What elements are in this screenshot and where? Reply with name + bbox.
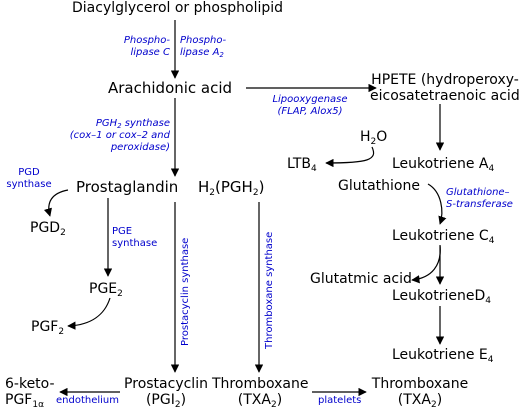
node-pgf2-sub: 2 <box>58 327 65 337</box>
node-prostacyclin-line-1: Prostacyclin <box>124 376 208 392</box>
node-water: H2O <box>360 129 388 147</box>
arrow-pgh2-to-pgd2 <box>43 189 69 217</box>
enzyme-phospholipase-a2-line-2: lipase A <box>180 47 220 58</box>
node-pge2-sub: 2 <box>117 289 123 299</box>
node-prostacyclin: Prostacyclin (PGI2) <box>120 376 212 410</box>
enzyme-gst-line-1: Glutathione– <box>446 187 510 198</box>
enzyme-lipoxygenase-line-2: (FLAP, Alox5) <box>277 106 343 117</box>
node-leukotriene-e4: Leukotriene E4 <box>392 347 494 365</box>
node-pgd2-text: PGD <box>30 220 61 236</box>
node-ltd4-sub: 4 <box>485 296 491 306</box>
node-pgf2-text: PGF <box>31 319 59 335</box>
enzyme-phospholipase-a2-sub: 2 <box>219 51 224 59</box>
label-endothelium: endothelium <box>56 395 120 406</box>
enzyme-lipoxygenase: Lipooxygenase (FLAP, Alox5) <box>250 94 370 118</box>
node-txa2-left-text: (TXA <box>237 392 271 408</box>
enzyme-lipoxygenase-line-1: Lipooxygenase <box>272 94 348 105</box>
node-lte4-text: Leukotriene E <box>392 347 488 363</box>
node-pgi2-text: (PGI <box>145 392 175 408</box>
node-ltc4-text: Leukotriene C <box>392 228 489 244</box>
node-thromboxane-right: Thromboxane (TXA2) <box>370 376 470 410</box>
enzyme-prostacyclin-synthase: Prostacyclin synthase <box>180 237 191 346</box>
node-pgh2: H2(PGH2) <box>198 178 265 198</box>
node-6-keto-pgf1a: 6-keto- PGF1α <box>5 376 55 410</box>
node-leukotriene-d4: LeukotrieneD4 <box>392 288 491 306</box>
enzyme-pgh2-synthase: PGH2 synthase (cox–1 or cox–2 and peroxi… <box>52 118 170 154</box>
node-water-sub: 2 <box>370 137 377 147</box>
arrow-lta4-to-ltb4 <box>325 146 375 168</box>
node-txa2-right-close: ) <box>436 392 443 408</box>
node-ketopgf-line-2: PGF <box>5 392 33 408</box>
enzyme-phospholipase-a2: Phospho- lipase A2 <box>180 35 226 59</box>
node-water-text: H <box>360 129 371 145</box>
enzyme-phospholipase-c: Phospho- lipase C <box>104 35 170 59</box>
node-ketopgf-sub: 1α <box>32 400 45 410</box>
enzyme-gst-line-2: S-transferase <box>446 199 513 210</box>
node-txa2-right-text: (TXA <box>397 392 431 408</box>
enzyme-pge-synthase-line-1: PGE <box>112 226 133 237</box>
node-diacylglycerol: Diacylglycerol or phospholipid <box>72 0 284 16</box>
node-pgf2: PGF2 <box>31 319 65 337</box>
node-lte4-sub: 4 <box>487 355 494 365</box>
node-pgd2-sub: 2 <box>60 228 66 238</box>
enzyme-pge-synthase: PGE synthase <box>112 226 157 250</box>
node-prostaglandin: Prostaglandin <box>76 178 179 196</box>
arrow-pge2-to-pgf2 <box>67 297 111 330</box>
node-glutamic-acid: Glutatmic acid <box>310 271 412 287</box>
enzyme-glutathione-s-transferase: Glutathione– S-transferase <box>446 187 513 211</box>
node-leukotriene-a4: Leukotriene A4 <box>392 156 495 174</box>
node-lta4-sub: 4 <box>488 164 495 174</box>
node-thromboxane-left: Thromboxane (TXA2) <box>212 376 309 410</box>
enzyme-pgd-synthase: PGD synthase <box>0 167 58 191</box>
node-hpete-line-1: HPETE (hydroperoxy- <box>371 72 519 88</box>
node-pge2: PGE2 <box>89 281 123 299</box>
node-arachidonic-acid: Arachidonic acid <box>108 79 233 97</box>
node-ltb4: LTB4 <box>287 156 317 174</box>
node-pge2-text: PGE <box>89 281 118 297</box>
arrow-lta4-to-ltc4 <box>427 183 447 225</box>
node-leukotriene-c4: Leukotriene C4 <box>392 228 495 246</box>
enzyme-phospholipase-c-line-2: lipase C <box>130 47 170 58</box>
enzyme-pgh2-synthase-sub: 2 <box>117 122 122 130</box>
node-thromboxane-right-line-1: Thromboxane <box>371 376 469 392</box>
node-hpete: HPETE (hydroperoxy- eicosatetraenoic aci… <box>370 72 520 104</box>
enzyme-pgd-synthase-line-1: PGD <box>18 167 40 178</box>
node-pgi2-sub: 2 <box>174 400 181 410</box>
node-glutathione: Glutathione <box>338 178 420 194</box>
enzyme-pgh2-synthase-text: PGH <box>95 118 118 129</box>
node-txa2-right-sub: 2 <box>430 400 437 410</box>
enzyme-phospholipase-c-line-1: Phospho- <box>123 35 170 46</box>
enzyme-phospholipase-a2-line-1: Phospho- <box>180 35 227 46</box>
node-ketopgf-line-1: 6-keto- <box>5 376 55 392</box>
enzyme-pgh2-synthase-text-b: synthase <box>121 118 170 129</box>
enzyme-pgh2-synthase-line-2: (cox–1 or cox–2 and <box>69 130 170 141</box>
node-pgi2-close: ) <box>180 392 187 408</box>
node-pgh2-sub: 2 <box>209 188 216 198</box>
enzyme-thromboxane-synthase: Thromboxane synthase <box>264 231 275 349</box>
node-pgh2-tail: (PGH <box>215 178 253 196</box>
arrow-ltc4-to-glutamic <box>411 244 441 284</box>
node-ltc4-sub: 4 <box>488 236 495 246</box>
node-txa2-left-sub: 2 <box>270 400 277 410</box>
enzyme-pge-synthase-line-2: synthase <box>112 238 158 249</box>
node-hpete-line-2: eicosatetraenoic acid) <box>370 88 520 104</box>
node-ltb4-sub: 4 <box>311 164 317 174</box>
enzyme-pgd-synthase-line-2: synthase <box>6 179 52 190</box>
node-pgh2-sub2: 2 <box>252 188 259 198</box>
node-pgd2: PGD2 <box>30 220 66 238</box>
node-lta4-text: Leukotriene A <box>392 156 489 172</box>
label-platelets: platelets <box>318 395 362 406</box>
node-txa2-left-close: ) <box>276 392 283 408</box>
node-water-tail: O <box>376 129 388 145</box>
node-thromboxane-left-line-1: Thromboxane <box>212 376 309 392</box>
node-pgh2-text: H <box>198 178 210 196</box>
enzyme-pgh2-synthase-line-3: peroxidase) <box>110 142 170 153</box>
node-pgh2-close: ) <box>258 178 265 196</box>
node-ltd4-text: LeukotrieneD <box>392 288 486 304</box>
node-ltb4-text: LTB <box>287 156 312 172</box>
